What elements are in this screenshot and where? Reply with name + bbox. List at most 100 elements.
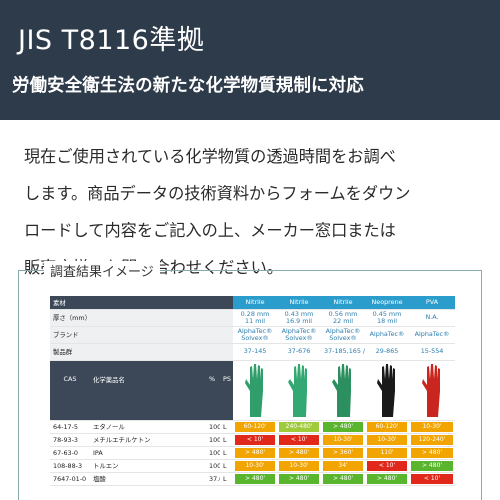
result-cell: < 10' [233, 433, 278, 447]
result-cell: > 480' [233, 472, 278, 486]
cas-cell: 7647-01-0 [50, 472, 90, 486]
cas-header: CAS [50, 360, 90, 421]
material-label: 素材 [50, 296, 234, 310]
material-cell: Nitrile [233, 296, 278, 310]
glove-image-red [409, 360, 456, 421]
thickness-label: 厚さ（mm） [50, 309, 234, 327]
chemical-name-cell: トルエン [90, 459, 206, 473]
pct-cell: 37.0 [206, 472, 220, 486]
glove-image-green [277, 360, 322, 421]
product-row: 製品群 37-145 37-676 37-185,165 /58-008 29-… [50, 343, 456, 361]
result-value: < 10' [367, 460, 408, 471]
table-row: 67-63-0IPA100.0L> 480'> 480'> 360'110'> … [50, 446, 456, 460]
chemical-name-cell: 塩酸 [90, 472, 206, 486]
brand-cell: AlphaTec® [409, 326, 456, 344]
result-value: > 480' [367, 473, 408, 484]
result-cell: > 480' [409, 446, 456, 460]
result-cell: 10-30' [277, 459, 322, 473]
glove-image-row: CAS 化学薬品名 % PS [50, 360, 456, 421]
result-cell: 34' [321, 459, 366, 473]
pct-cell: 100.0 [206, 459, 220, 473]
result-value: 10-30' [411, 421, 454, 432]
product-cell: 37-676 [277, 343, 322, 361]
product-cell: 15-554 [409, 343, 456, 361]
cas-cell: 108-88-3 [50, 459, 90, 473]
description-line: 現在ご使用されている化学物質の透過時間をお調べ [24, 147, 396, 166]
cas-cell: 67-63-0 [50, 446, 90, 460]
brand-row: ブランド AlphaTec®Solvex® AlphaTec®Solvex® A… [50, 326, 456, 344]
result-value: 10-30' [323, 434, 364, 445]
chem-header: 化学薬品名 [90, 360, 206, 421]
result-value: 60-120' [235, 421, 276, 432]
ps-header: PS [220, 360, 234, 421]
ps-cell: L [220, 433, 234, 447]
result-value: > 480' [279, 447, 320, 458]
ps-cell: L [220, 472, 234, 486]
chemical-name-cell: エタノール [90, 420, 206, 434]
result-value: 10-30' [279, 460, 320, 471]
result-cell: > 360' [321, 446, 366, 460]
result-cell: > 480' [321, 420, 366, 434]
product-cell: 37-185,165 /58-008 [321, 343, 366, 361]
result-cell: 10-30' [321, 433, 366, 447]
chemical-name-cell: メチルエチルケトン [90, 433, 206, 447]
result-value: 110' [367, 447, 408, 458]
result-value: > 480' [411, 460, 454, 471]
header-banner: JIS T8116準拠 労働安全衛生法の新たな化学物質規制に対応 [0, 0, 500, 120]
result-value: > 480' [235, 447, 276, 458]
result-value: > 480' [235, 473, 276, 484]
brand-cell: AlphaTec®Solvex® [321, 326, 366, 344]
result-value: > 360' [323, 447, 364, 458]
brand-cell: AlphaTec®Solvex® [233, 326, 278, 344]
result-value: 34' [323, 460, 364, 471]
result-value: 240-480' [279, 421, 320, 432]
page-subtitle: 労働安全衛生法の新たな化学物質規制に対応 [12, 76, 364, 96]
material-cell: PVA [409, 296, 456, 310]
product-label: 製品群 [50, 343, 234, 361]
pct-cell: 100.0 [206, 433, 220, 447]
material-cell: Nitrile [277, 296, 322, 310]
product-cell: 37-145 [233, 343, 278, 361]
result-value: 60-120' [367, 421, 408, 432]
result-cell: 240-480' [277, 420, 322, 434]
brand-cell: AlphaTec®Solvex® [277, 326, 322, 344]
result-value: > 480' [279, 473, 320, 484]
glove-image-green [233, 360, 278, 421]
result-cell: < 10' [365, 459, 410, 473]
result-cell: > 480' [277, 446, 322, 460]
result-value: 120-240' [411, 434, 454, 445]
material-cell: Nitrile [321, 296, 366, 310]
result-cell: > 480' [409, 459, 456, 473]
result-cell: 10-30' [233, 459, 278, 473]
result-value: > 480' [411, 447, 454, 458]
material-row: 素材 Nitrile Nitrile Nitrile Neoprene PVA [50, 296, 456, 310]
cas-cell: 78-93-3 [50, 433, 90, 447]
result-value: < 10' [279, 434, 320, 445]
result-value: 10-30' [235, 460, 276, 471]
page-title: JIS T8116準拠 [18, 25, 205, 56]
result-cell: > 480' [365, 472, 410, 486]
pct-header: % [206, 360, 220, 421]
result-cell: > 480' [277, 472, 322, 486]
thickness-cell: N.A. [409, 309, 456, 327]
table-row: 78-93-3メチルエチルケトン100.0L< 10'< 10'10-30'10… [50, 433, 456, 447]
pct-cell: 100.0 [206, 446, 220, 460]
result-value: 10-30' [367, 434, 408, 445]
material-cell: Neoprene [365, 296, 410, 310]
description-line: ロードして内容をご記入の上、メーカー窓口または [24, 221, 396, 240]
result-image-frame [18, 270, 482, 500]
product-cell: 29-865 [365, 343, 410, 361]
result-cell: < 10' [277, 433, 322, 447]
ps-cell: L [220, 446, 234, 460]
result-cell: 10-30' [365, 433, 410, 447]
result-value: < 10' [411, 473, 454, 484]
result-cell: 60-120' [233, 420, 278, 434]
